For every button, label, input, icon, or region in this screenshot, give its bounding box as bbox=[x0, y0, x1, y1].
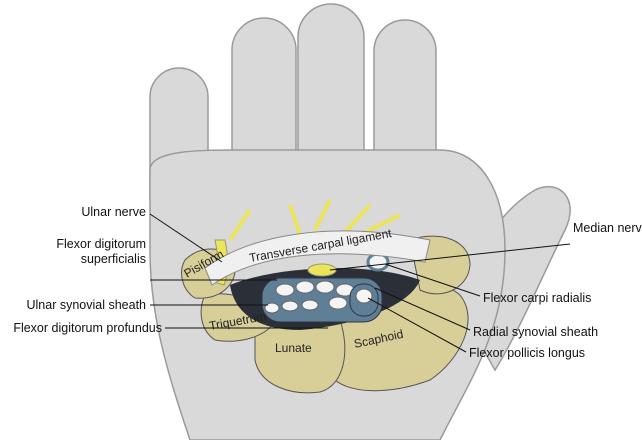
label-fpl: Flexor pollicis longus bbox=[469, 346, 585, 360]
label-radial-sheath: Radial synovial sheath bbox=[473, 325, 598, 339]
label-median-nerve: Median nerve bbox=[573, 221, 642, 235]
flexor-pollicis-longus-tendon bbox=[355, 288, 373, 304]
flexor-tendons bbox=[264, 280, 355, 314]
lunate-label: Lunate bbox=[275, 341, 312, 355]
leader-lines bbox=[149, 213, 571, 353]
transverse-carpal-ligament bbox=[204, 230, 431, 286]
label-fcr: Flexor carpi radialis bbox=[483, 291, 591, 305]
label-fds-2: superficialis bbox=[81, 252, 146, 266]
median-nerve bbox=[307, 263, 337, 277]
label-fdp: Flexor digitorum profundus bbox=[13, 321, 162, 335]
label-fds-1: Flexor digitorum bbox=[56, 237, 146, 251]
label-ulnar-nerve: Ulnar nerve bbox=[81, 205, 146, 219]
carpal-section: Transverse carpal ligament Pisiform Triq… bbox=[181, 199, 471, 394]
nerve-branches bbox=[228, 199, 401, 242]
label-ulnar-sheath: Ulnar synovial sheath bbox=[26, 298, 146, 312]
